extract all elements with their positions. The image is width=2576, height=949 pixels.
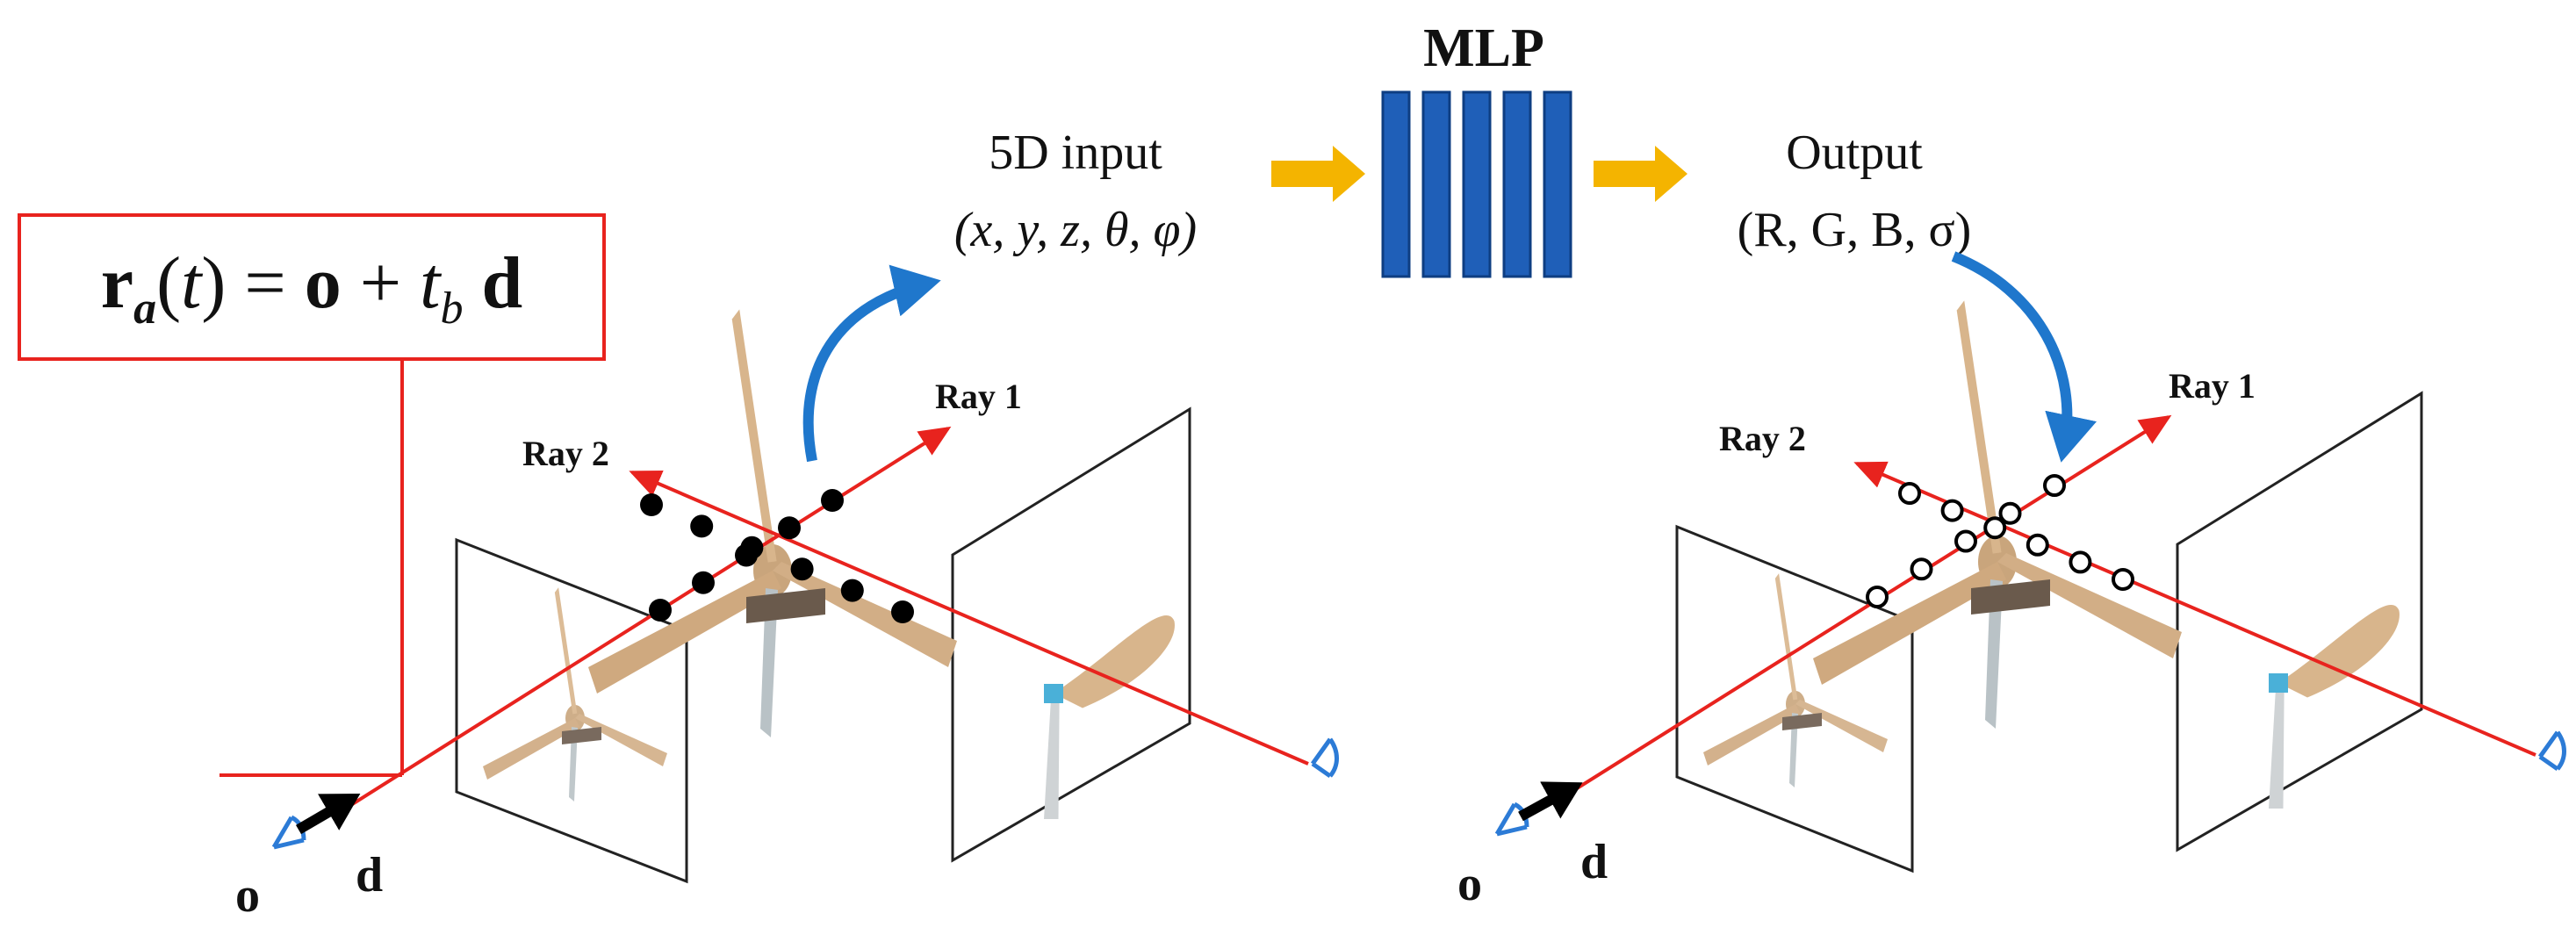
sample-point: [2026, 533, 2049, 557]
sample-point: [649, 599, 672, 622]
query-arrow: [802, 264, 941, 463]
ray1-label: Ray 1: [2169, 366, 2256, 406]
sample-point: [2043, 474, 2066, 497]
plane2-turbine-image: [1044, 615, 1175, 819]
mlp-layer: [1381, 90, 1411, 278]
input-vars: (x, y, z, θ, φ): [954, 203, 1197, 257]
ray2-label: Ray 2: [1719, 419, 1806, 458]
ray2-label: Ray 2: [522, 434, 609, 473]
flow-arrow-in: [1271, 146, 1365, 202]
sample-point: [821, 489, 844, 512]
output-arrow: [1951, 251, 2097, 463]
ray-2: [629, 470, 1309, 766]
mlp-layers: [1381, 90, 1572, 278]
sample-point: [891, 600, 914, 623]
mlp-layer: [1421, 90, 1451, 278]
mlp-title: MLP: [1423, 18, 1544, 78]
sample-point: [2069, 550, 2092, 574]
direction-label: d: [356, 848, 383, 902]
sample-point: [740, 536, 764, 559]
sample-points-filled: [640, 489, 914, 623]
sample-point: [1954, 529, 1977, 553]
output-title: Output: [1786, 126, 1923, 180]
flow-arrow-out: [1594, 146, 1687, 202]
sample-point: [1898, 482, 1921, 505]
sample-point: [692, 571, 715, 594]
sample-point: [1866, 586, 1889, 608]
direction-arrow: [295, 793, 361, 835]
mlp-layer: [1502, 90, 1532, 278]
image-plane-2: [2176, 391, 2423, 852]
direction-label: d: [1580, 835, 1608, 889]
left-scene: o d Ray 1 Ray 2: [219, 264, 1339, 923]
sample-point: [1910, 557, 1933, 581]
sample-point: [640, 493, 663, 516]
mlp-layer: [1543, 90, 1572, 278]
eye-icon: [2537, 730, 2566, 772]
sample-point: [778, 516, 801, 540]
ray-2: [1853, 461, 2536, 757]
ray-equation-box: ra(t) = o + tb d: [18, 213, 606, 361]
output-vars: (R, G, B, σ): [1738, 203, 1972, 257]
input-title: 5D input: [989, 126, 1162, 180]
ray-1: [1565, 414, 2172, 796]
ray-1: [345, 426, 952, 809]
ray1-label: Ray 1: [935, 377, 1022, 416]
sample-point: [840, 579, 864, 602]
right-scene: o d Ray 1 Ray 2: [1457, 251, 2566, 911]
origin-label: o: [235, 868, 260, 923]
sample-point: [790, 557, 814, 581]
direction-arrow: [1518, 781, 1583, 822]
image-plane-2: [951, 406, 1191, 863]
sample-points-hollow: [1866, 474, 2134, 608]
equation: ra(t) = o + tb d: [100, 241, 523, 334]
origin-label: o: [1457, 857, 1482, 911]
eye-icon: [271, 815, 306, 850]
mlp-layer: [1462, 90, 1492, 278]
sample-point: [1998, 501, 2022, 525]
plane2-turbine-image: [2269, 605, 2400, 809]
sample-point: [1940, 499, 1964, 522]
eye-icon: [1310, 737, 1339, 779]
sample-point: [2112, 568, 2134, 591]
sample-point: [690, 514, 714, 538]
sample-point: [1983, 516, 2007, 540]
